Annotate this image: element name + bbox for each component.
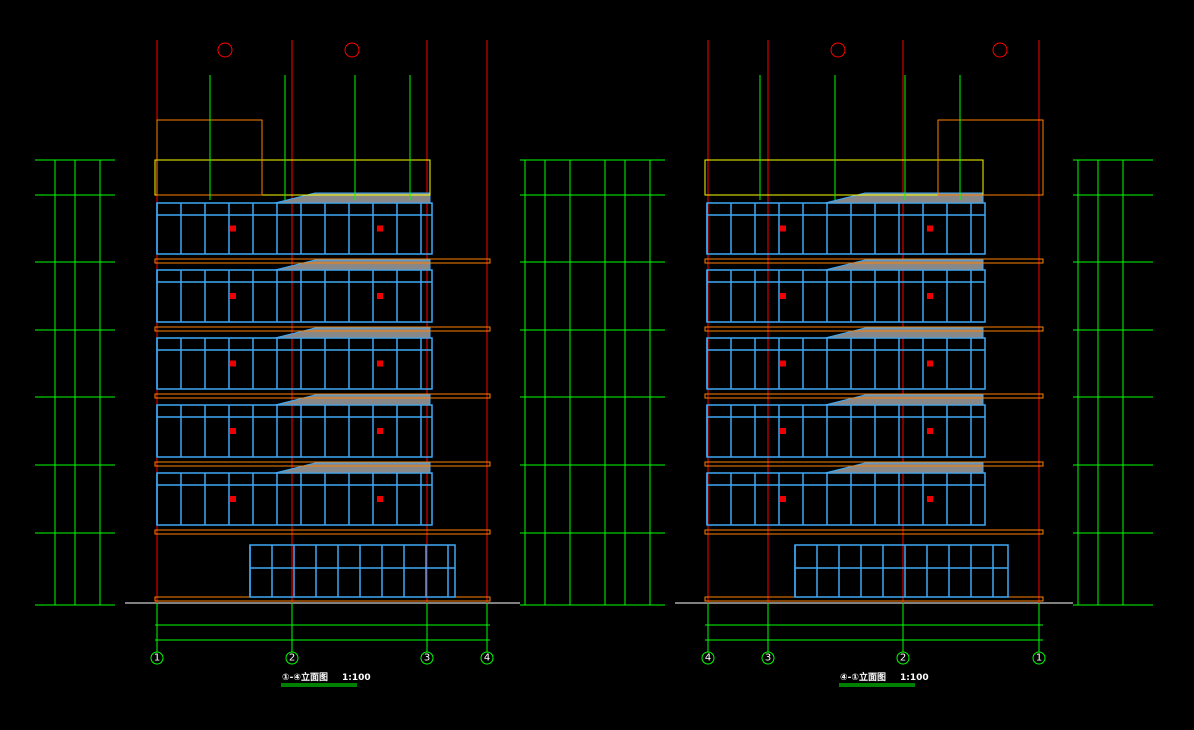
canopy-roof [824,462,984,474]
stair-tower [937,119,1044,196]
sign-marker [377,496,383,502]
floor-slab [154,393,491,399]
sign-marker [230,496,236,502]
sign-marker [927,428,933,434]
glazing-frame [794,544,1009,598]
canopy-roof [824,259,984,271]
elevation-1-4 [35,40,600,652]
glazing-frame [156,404,433,458]
axis-bubble [480,651,494,665]
floor-slab [154,529,491,535]
sign-marker [780,496,786,502]
sign-marker [377,428,383,434]
sign-marker [377,293,383,299]
glazing-frame [706,269,986,323]
floor-slab [704,326,1044,332]
axis-label: 4 [484,653,490,664]
sign-marker [927,360,933,367]
axis-bubble [896,651,910,665]
sign-marker [780,360,786,367]
sign-marker [927,293,933,299]
sign-marker [780,225,786,232]
axis-label: 3 [424,653,430,664]
axis-label: 2 [900,653,906,664]
sign-marker [927,225,933,232]
glazing-frame [156,472,433,526]
sign-marker [230,293,236,299]
roof-parapet [704,159,984,196]
roof-parapet [154,159,431,196]
drawing-title: ④-①立面图 [840,671,886,683]
floor-slab [154,461,491,467]
glazing-frame [156,269,433,323]
sign-marker [230,225,236,232]
canopy-roof [274,462,431,474]
sign-marker [780,293,786,299]
glazing-frame [706,472,986,526]
canopy-roof [824,394,984,406]
axis-marker-top [830,42,846,58]
floor-slab [154,258,491,264]
axis-label: 3 [765,653,771,664]
axis-label: 1 [1036,653,1042,664]
floor-slab [704,393,1044,399]
sign-marker [230,360,236,367]
axis-bubble [150,651,164,665]
canopy-roof [824,327,984,339]
sign-marker [377,225,383,232]
elevation-4-1 [585,40,1153,652]
sign-marker [230,428,236,434]
axis-marker-top [992,42,1008,58]
glazing-frame [156,202,433,255]
glazing-frame [706,202,986,255]
floor-slab [704,461,1044,467]
glazing-frame [249,544,456,598]
sign-marker [377,360,383,367]
glazing-frame [706,404,986,458]
drawing-scale: 1:100 [900,673,929,683]
axis-bubble [761,651,775,665]
sign-marker [927,496,933,502]
axis-bubble [1032,651,1046,665]
canopy-roof [274,394,431,406]
axis-label: 2 [289,653,295,664]
canopy-roof [274,259,431,271]
axis-marker-top [217,42,233,58]
glazing-frame [156,337,433,390]
canopy-roof [274,327,431,339]
axis-bubbles-right: 4 3 2 1 [701,651,1046,665]
axis-marker-top [344,42,360,58]
floor-slab [704,529,1044,535]
axis-label: 4 [705,653,711,664]
drawing-scale: 1:100 [342,673,371,683]
floor-slab [704,258,1044,264]
axis-bubble [285,651,299,665]
drawing-title: ①-④立面图 [282,671,328,683]
sign-marker [780,428,786,434]
axis-label: 1 [154,653,160,664]
axis-bubble [420,651,434,665]
axis-bubbles-left: 1 2 3 4 [150,651,494,665]
glazing-frame [706,337,986,390]
floor-slab [154,326,491,332]
axis-bubble [701,651,715,665]
